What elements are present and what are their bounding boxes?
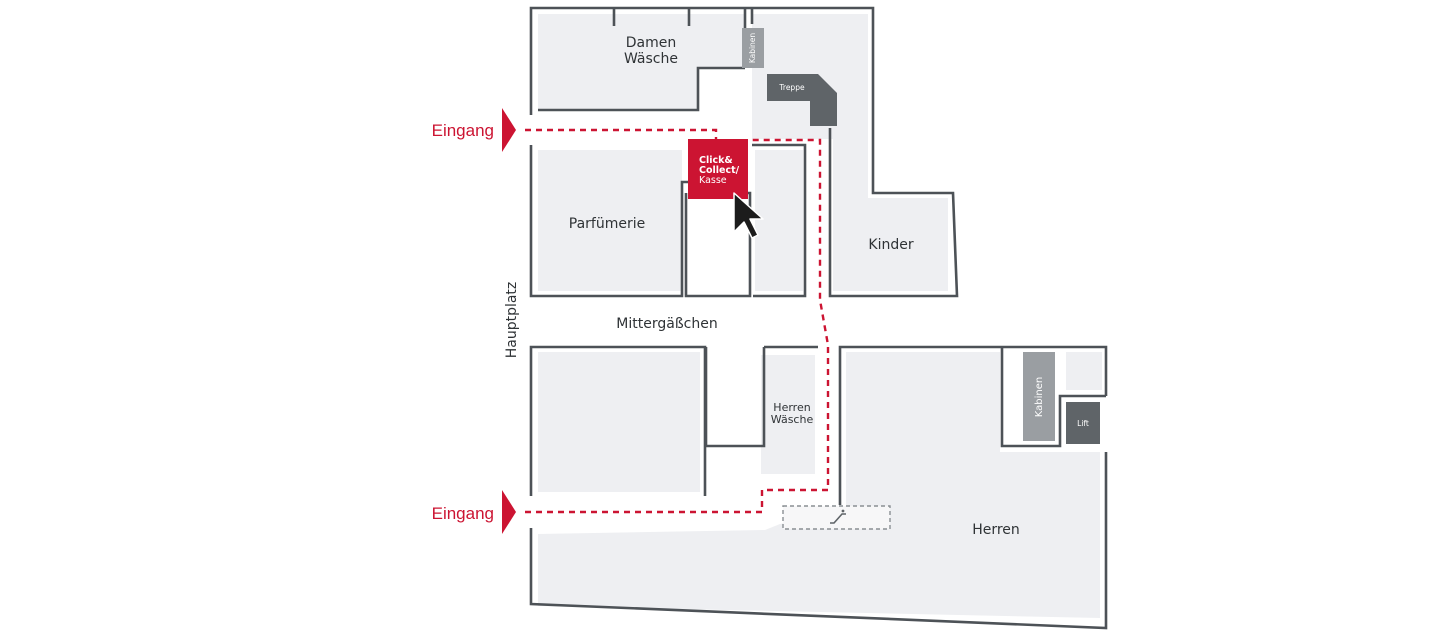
escalator-area <box>782 505 891 530</box>
kabinen-right-fixture <box>1023 352 1055 441</box>
cursor-arrow-icon <box>733 192 764 239</box>
route-bottom-entrance <box>525 138 830 514</box>
lift-label: Lift <box>1077 419 1089 428</box>
bottom-block <box>529 345 1108 630</box>
herren-waesche-label-1: Herren <box>773 401 810 414</box>
room-damen-waesche <box>538 14 745 110</box>
entrance-marker-bottom[interactable] <box>502 490 516 534</box>
wall-bottom-box <box>704 347 766 448</box>
wall-bottom-outer <box>529 452 1108 630</box>
kabinen-right-label: Kabinen <box>1034 377 1045 417</box>
click-collect-line-1: Click& <box>699 155 733 166</box>
room-herren <box>538 352 1100 618</box>
treppe-stairs <box>767 74 837 126</box>
click-collect-line-2: Collect/ <box>699 165 740 176</box>
herren-label: Herren <box>972 522 1020 538</box>
route-top-entrance <box>525 128 718 139</box>
damen-waesche-label-1: Damen <box>626 35 676 51</box>
click-collect-line-3: Kasse <box>699 175 727 186</box>
wall-herren-outer <box>838 345 1108 505</box>
room-bottom-left <box>538 352 700 492</box>
treppe-label: Treppe <box>778 83 805 92</box>
entrance-marker-top[interactable] <box>502 108 516 152</box>
room-parfuemerie <box>538 150 682 291</box>
escalator-icon <box>830 509 846 524</box>
entrance-label-bottom: Eingang <box>432 504 494 523</box>
wall-small-top <box>752 143 807 298</box>
room-herren-waesche <box>761 355 815 474</box>
street-mittergaesschen: Mittergäßchen <box>616 316 717 332</box>
wall-top-outer <box>529 6 959 298</box>
herren-waesche-label-2: Wäsche <box>771 413 814 426</box>
wall-damen-bottom <box>538 66 745 112</box>
street-hauptplatz: Hauptplatz <box>504 282 520 359</box>
click-collect-kasse[interactable] <box>688 139 748 199</box>
parfuemerie-label: Parfümerie <box>569 216 645 232</box>
wall-parfuemerie <box>529 145 688 298</box>
room-corner <box>1066 352 1102 390</box>
entrance-label-top: Eingang <box>432 121 494 140</box>
damen-waesche-label-2: Wäsche <box>624 51 678 67</box>
lift-fixture <box>1066 402 1100 444</box>
room-small-top <box>755 150 803 291</box>
kinder-label: Kinder <box>868 237 913 253</box>
kabinen-top-label: Kabinen <box>748 33 757 64</box>
wall-cabin-block <box>1000 347 1106 448</box>
kabinen-top-fixture <box>742 28 764 68</box>
